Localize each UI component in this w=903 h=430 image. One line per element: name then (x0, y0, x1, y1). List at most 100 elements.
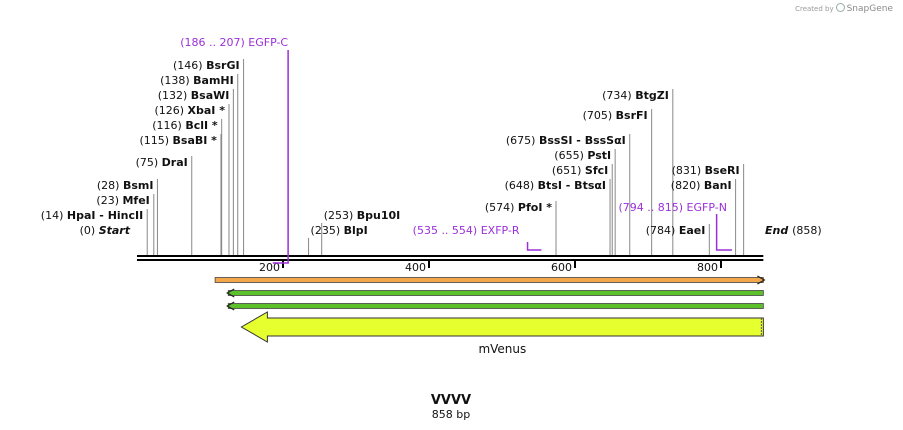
site-name: BseRI (705, 164, 740, 177)
primer-arrow (715, 214, 732, 251)
ruler-tick-label: 200 (259, 261, 280, 274)
site-label: (126) XbaI * (154, 104, 225, 117)
site-label: (115) BsaBI * (139, 134, 217, 147)
site-position: (116) (152, 119, 185, 132)
credit-prefix: Created by (795, 5, 834, 13)
site-label: (0) Start (80, 224, 131, 237)
site-name: BsrFI (616, 109, 648, 122)
site-position: (28) (97, 179, 123, 192)
site-position: (126) (154, 104, 187, 117)
site-position: (115) (139, 134, 172, 147)
site-position: (784) (646, 224, 679, 237)
snapgene-credit: Created by SnapGene (795, 3, 893, 14)
credit-brand: SnapGene (846, 4, 893, 14)
sequence-name: VVVV (431, 393, 471, 408)
primer-range: (794 .. 815) (618, 201, 686, 214)
orf-bar (227, 303, 764, 309)
site-position: (75) (136, 156, 162, 169)
site-position: (858) (792, 224, 822, 237)
site-name: SfcI (585, 164, 608, 177)
site-label: (23) MfeI (96, 194, 149, 207)
ruler-tick-label: 600 (551, 261, 572, 274)
site-name: PfoI * (518, 201, 552, 214)
site-label: (651) SfcI (552, 164, 608, 177)
site-name: Bpu10I (357, 209, 401, 222)
site-name: BclI * (185, 119, 218, 132)
site-position: (705) (583, 109, 616, 122)
site-position: (651) (552, 164, 585, 177)
site-name: BanI (704, 179, 732, 192)
site-name: BsaBI * (173, 134, 218, 147)
site-name: BsrGI (206, 59, 239, 72)
site-name: EaeI (679, 224, 706, 237)
orf-arrowhead (226, 301, 235, 311)
site-label: (820) BanI (671, 179, 732, 192)
site-position: (146) (173, 59, 206, 72)
primer-range: (535 .. 554) (413, 224, 481, 237)
site-name: BamHI (193, 74, 234, 87)
site-position: (655) (554, 149, 587, 162)
site-name: BtsI - BtsαI (538, 179, 606, 192)
site-position: (648) (505, 179, 538, 192)
site-label: (705) BsrFI (583, 109, 648, 122)
site-label: (28) BsmI (97, 179, 154, 192)
site-position: (235) (311, 224, 344, 237)
site-label: (734) BtgZI (602, 89, 669, 102)
primer-range: (186 .. 207) (180, 36, 248, 49)
site-position: (574) (485, 201, 518, 214)
primer-arrow (272, 50, 289, 264)
site-position: (253) (324, 209, 357, 222)
site-position: (23) (96, 194, 122, 207)
site-name: DraI (162, 156, 188, 169)
primer-name: EGFP-N (687, 201, 727, 214)
site-name: Start (99, 224, 131, 237)
site-label: (235) BlpI (311, 224, 368, 237)
site-name: End (765, 224, 792, 237)
site-label: (675) BssSI - BssSαI (506, 134, 626, 147)
primer-arrow (526, 242, 542, 251)
primer-label: (794 .. 815) EGFP-N (618, 201, 726, 214)
site-position: (0) (80, 224, 99, 237)
primer-label: (186 .. 207) EGFP-C (180, 36, 288, 49)
site-label: (146) BsrGI (173, 59, 240, 72)
site-name: BtgZI (635, 89, 669, 102)
site-position: (820) (671, 179, 704, 192)
orf-arrowhead (757, 275, 766, 285)
site-position: (138) (160, 74, 193, 87)
site-position: (132) (158, 89, 191, 102)
site-label: (116) BclI * (152, 119, 218, 132)
site-label: (14) HpaI - HincII (41, 209, 143, 222)
site-name: PstI (587, 149, 611, 162)
site-position: (734) (602, 89, 635, 102)
ruler-tick-label: 400 (405, 261, 426, 274)
site-position: (675) (506, 134, 539, 147)
sequence-length: 858 bp (432, 408, 470, 421)
site-label: (655) PstI (554, 149, 611, 162)
primer-name: EGFP-C (248, 36, 288, 49)
orf-bar (214, 277, 764, 283)
feature-label: mVenus (478, 342, 526, 356)
site-label: (784) EaeI (646, 224, 706, 237)
site-name: MfeI (122, 194, 149, 207)
orf-bar (227, 290, 764, 296)
site-label: (831) BseRI (672, 164, 740, 177)
site-label: (648) BtsI - BtsαI (505, 179, 606, 192)
snapgene-logo-icon (835, 3, 845, 12)
site-label: (253) Bpu10I (324, 209, 401, 222)
site-name: BssSI - BssSαI (539, 134, 626, 147)
site-name: BsmI (123, 179, 154, 192)
primer-name: EXFP-R (481, 224, 520, 237)
orf-arrowhead (226, 288, 235, 298)
site-name: XbaI * (188, 104, 226, 117)
site-label: (75) DraI (136, 156, 188, 169)
site-position: (14) (41, 209, 67, 222)
site-label: (574) PfoI * (485, 201, 552, 214)
site-name: BlpI (344, 224, 368, 237)
site-position: (831) (672, 164, 705, 177)
site-name: HpaI - HincII (67, 209, 143, 222)
site-label: (138) BamHI (160, 74, 234, 87)
feature-arrow (240, 311, 764, 343)
primer-label: (535 .. 554) EXFP-R (413, 224, 520, 237)
site-name: BsaWI (191, 89, 230, 102)
